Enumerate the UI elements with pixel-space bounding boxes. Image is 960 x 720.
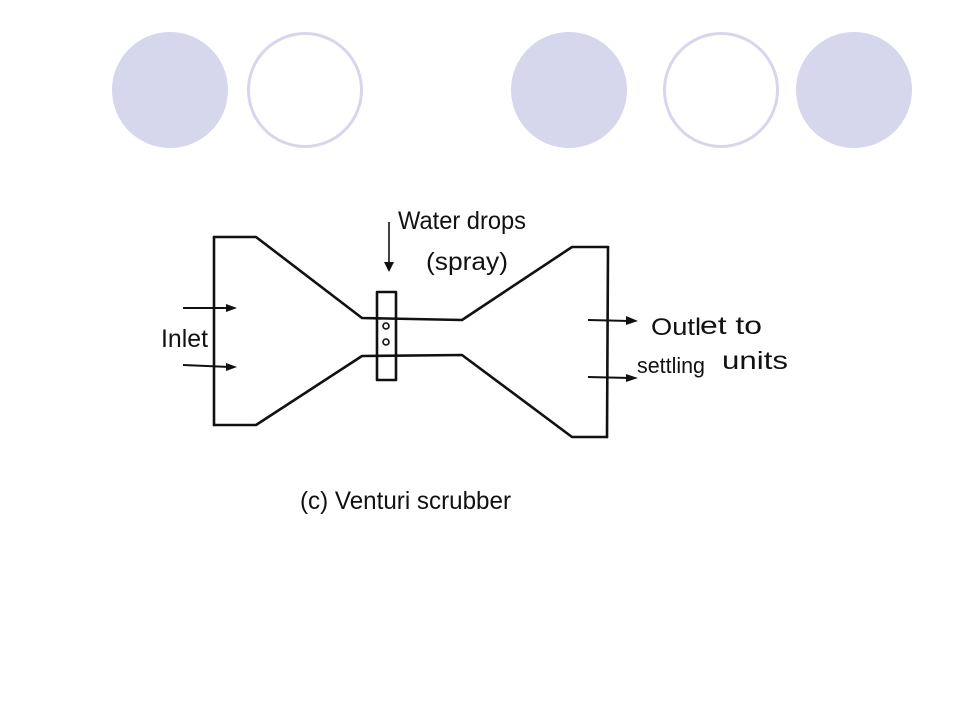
decor-circle-outlined (247, 32, 363, 148)
nozzle-hole (382, 322, 390, 330)
spray-label: (spray) (426, 248, 508, 276)
scrubber-body-top (212, 235, 610, 322)
outlet-arrow-top-head (626, 316, 638, 325)
inlet-arrow-top-head (226, 304, 237, 312)
scrubber-body-bottom (212, 353, 609, 439)
settling-label: settling (637, 353, 705, 378)
outlet-arrow-bottom (587, 376, 631, 379)
decor-circle-filled (796, 32, 912, 148)
inlet-label: Inlet (161, 325, 208, 353)
inlet-arrow-bottom (182, 364, 231, 368)
outlet-arrow-bottom-head (626, 374, 638, 382)
spray-arrow-head (384, 262, 394, 272)
diagram-caption: (c) Venturi scrubber (300, 487, 511, 515)
outlet-label-part2: et to (700, 312, 762, 340)
units-label: units (722, 347, 788, 375)
decor-circle-filled (112, 32, 228, 148)
outlet-label-part1: Outl (651, 314, 701, 341)
decor-circle-outlined (663, 32, 779, 148)
inlet-arrow-bottom-head (226, 363, 237, 371)
decor-circle-filled (511, 32, 627, 148)
outlet-wall (605, 245, 610, 439)
water-drops-label: Water drops (398, 207, 526, 235)
nozzle-hole (382, 338, 390, 346)
outlet-arrow-top (587, 319, 631, 322)
spray-nozzle (375, 290, 398, 382)
